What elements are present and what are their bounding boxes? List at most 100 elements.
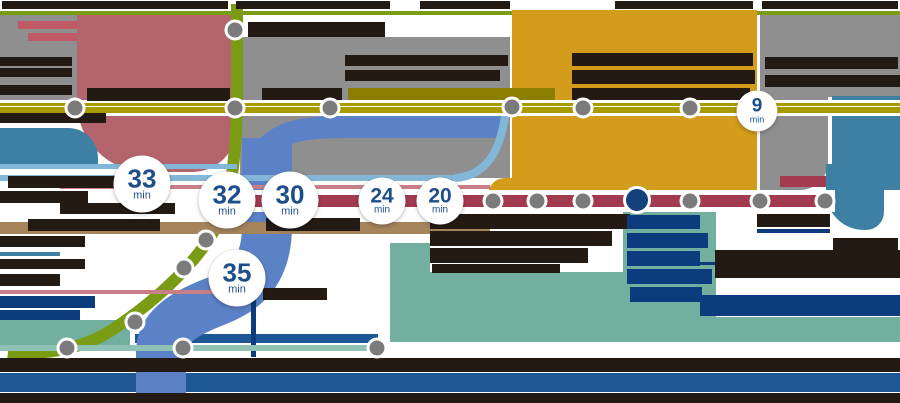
illegible-station-label <box>572 53 753 66</box>
illegible-station-label <box>0 310 80 320</box>
station-dot <box>172 337 194 359</box>
station-dot <box>501 96 523 118</box>
green-line-top-right <box>757 11 900 15</box>
illegible-station-label <box>762 1 898 9</box>
illegible-station-label <box>430 214 630 229</box>
yellow-line-main <box>0 107 900 113</box>
illegible-station-label <box>0 68 72 77</box>
badge-minutes-unit: min <box>133 189 151 202</box>
highlight-station-dot <box>623 186 651 214</box>
illegible-station-label <box>627 215 700 229</box>
illegible-station-label <box>615 1 753 9</box>
station-dot <box>572 97 594 119</box>
illegible-station-label <box>430 248 588 263</box>
station-dot <box>482 190 504 212</box>
illegible-station-label <box>715 250 900 278</box>
station-dot <box>319 97 341 119</box>
illegible-station-label <box>572 70 755 84</box>
illegible-station-label <box>0 191 88 203</box>
illegible-station-label <box>0 85 72 95</box>
station-dot <box>224 97 246 119</box>
steel-band-left <box>0 128 98 164</box>
illegible-station-label <box>430 231 612 246</box>
badge-minutes-value: 32 <box>212 179 242 210</box>
light-blue-route-curve <box>454 115 509 182</box>
illegible-station-label <box>28 33 77 41</box>
station-dot <box>224 19 246 41</box>
illegible-station-label <box>8 176 118 188</box>
illegible-station-label <box>627 269 712 284</box>
illegible-station-label <box>0 259 85 269</box>
navy-thin-line-right-1 <box>757 229 830 233</box>
blue-thin-line-left <box>0 252 60 256</box>
illegible-station-label <box>18 21 77 29</box>
illegible-station-label <box>345 70 500 81</box>
teal-area-center <box>430 272 623 342</box>
medium-blue-band-left <box>135 334 378 343</box>
illegible-station-label <box>236 1 390 9</box>
badge-minutes-unit: min <box>228 283 246 296</box>
illegible-station-label <box>0 358 900 372</box>
illegible-station-label <box>432 264 560 273</box>
illegible-station-label <box>780 176 826 187</box>
illegible-station-label <box>0 296 95 308</box>
illegible-station-label <box>248 22 385 37</box>
badge-minutes-unit: min <box>431 204 449 216</box>
badge-minutes-value: 30 <box>275 179 305 210</box>
station-dot <box>195 229 217 251</box>
badge-minutes-value: 35 <box>222 257 252 288</box>
station-dot <box>814 190 836 212</box>
badge-minutes-unit: min <box>749 114 765 125</box>
illegible-station-label <box>2 1 228 9</box>
illegible-station-label <box>627 251 700 266</box>
illegible-station-label <box>572 88 750 100</box>
station-dot <box>124 311 146 333</box>
illegible-station-label <box>345 55 508 66</box>
station-dot <box>679 97 701 119</box>
illegible-station-label <box>60 203 175 214</box>
illegible-station-label <box>420 1 510 9</box>
yellow-line-thin-strand <box>0 103 900 106</box>
badge-minutes-value: 24 <box>370 184 394 208</box>
badge-minutes-value: 20 <box>428 184 452 208</box>
badge-minutes-value: 33 <box>127 163 157 194</box>
teal-area-center-left <box>390 243 430 342</box>
badge-minutes-unit: min <box>281 205 299 218</box>
station-dot <box>526 190 548 212</box>
illegible-station-label <box>263 288 327 300</box>
illegible-station-label <box>262 88 342 100</box>
illegible-station-label <box>0 57 72 66</box>
illegible-station-label <box>765 57 898 69</box>
cornflower-route-connector <box>254 116 346 160</box>
illegible-station-label <box>0 113 106 123</box>
illegible-station-label <box>757 214 830 227</box>
cornflower-ribbon-horizontal <box>335 116 502 138</box>
station-dot <box>679 190 701 212</box>
illegible-station-label <box>28 219 160 231</box>
badge-minutes-unit: min <box>373 204 391 216</box>
illegible-station-label <box>348 88 555 100</box>
rose-line-lower <box>0 290 250 294</box>
station-dot <box>749 190 771 212</box>
illegible-station-label <box>0 274 60 286</box>
navy-vertical-connector <box>251 288 256 357</box>
medium-blue-band-bottom <box>0 373 900 392</box>
illegible-station-label <box>627 233 708 248</box>
station-dot <box>366 337 388 359</box>
badge-minutes-value: 9 <box>751 95 763 117</box>
illegible-station-label <box>0 393 900 403</box>
station-dot <box>64 97 86 119</box>
station-dot <box>173 257 195 279</box>
illegible-station-label <box>833 238 898 250</box>
illegible-station-label <box>765 75 900 87</box>
illegible-station-label <box>0 236 85 247</box>
green-line-top-left <box>0 11 512 15</box>
badge-minutes-unit: min <box>218 205 236 218</box>
